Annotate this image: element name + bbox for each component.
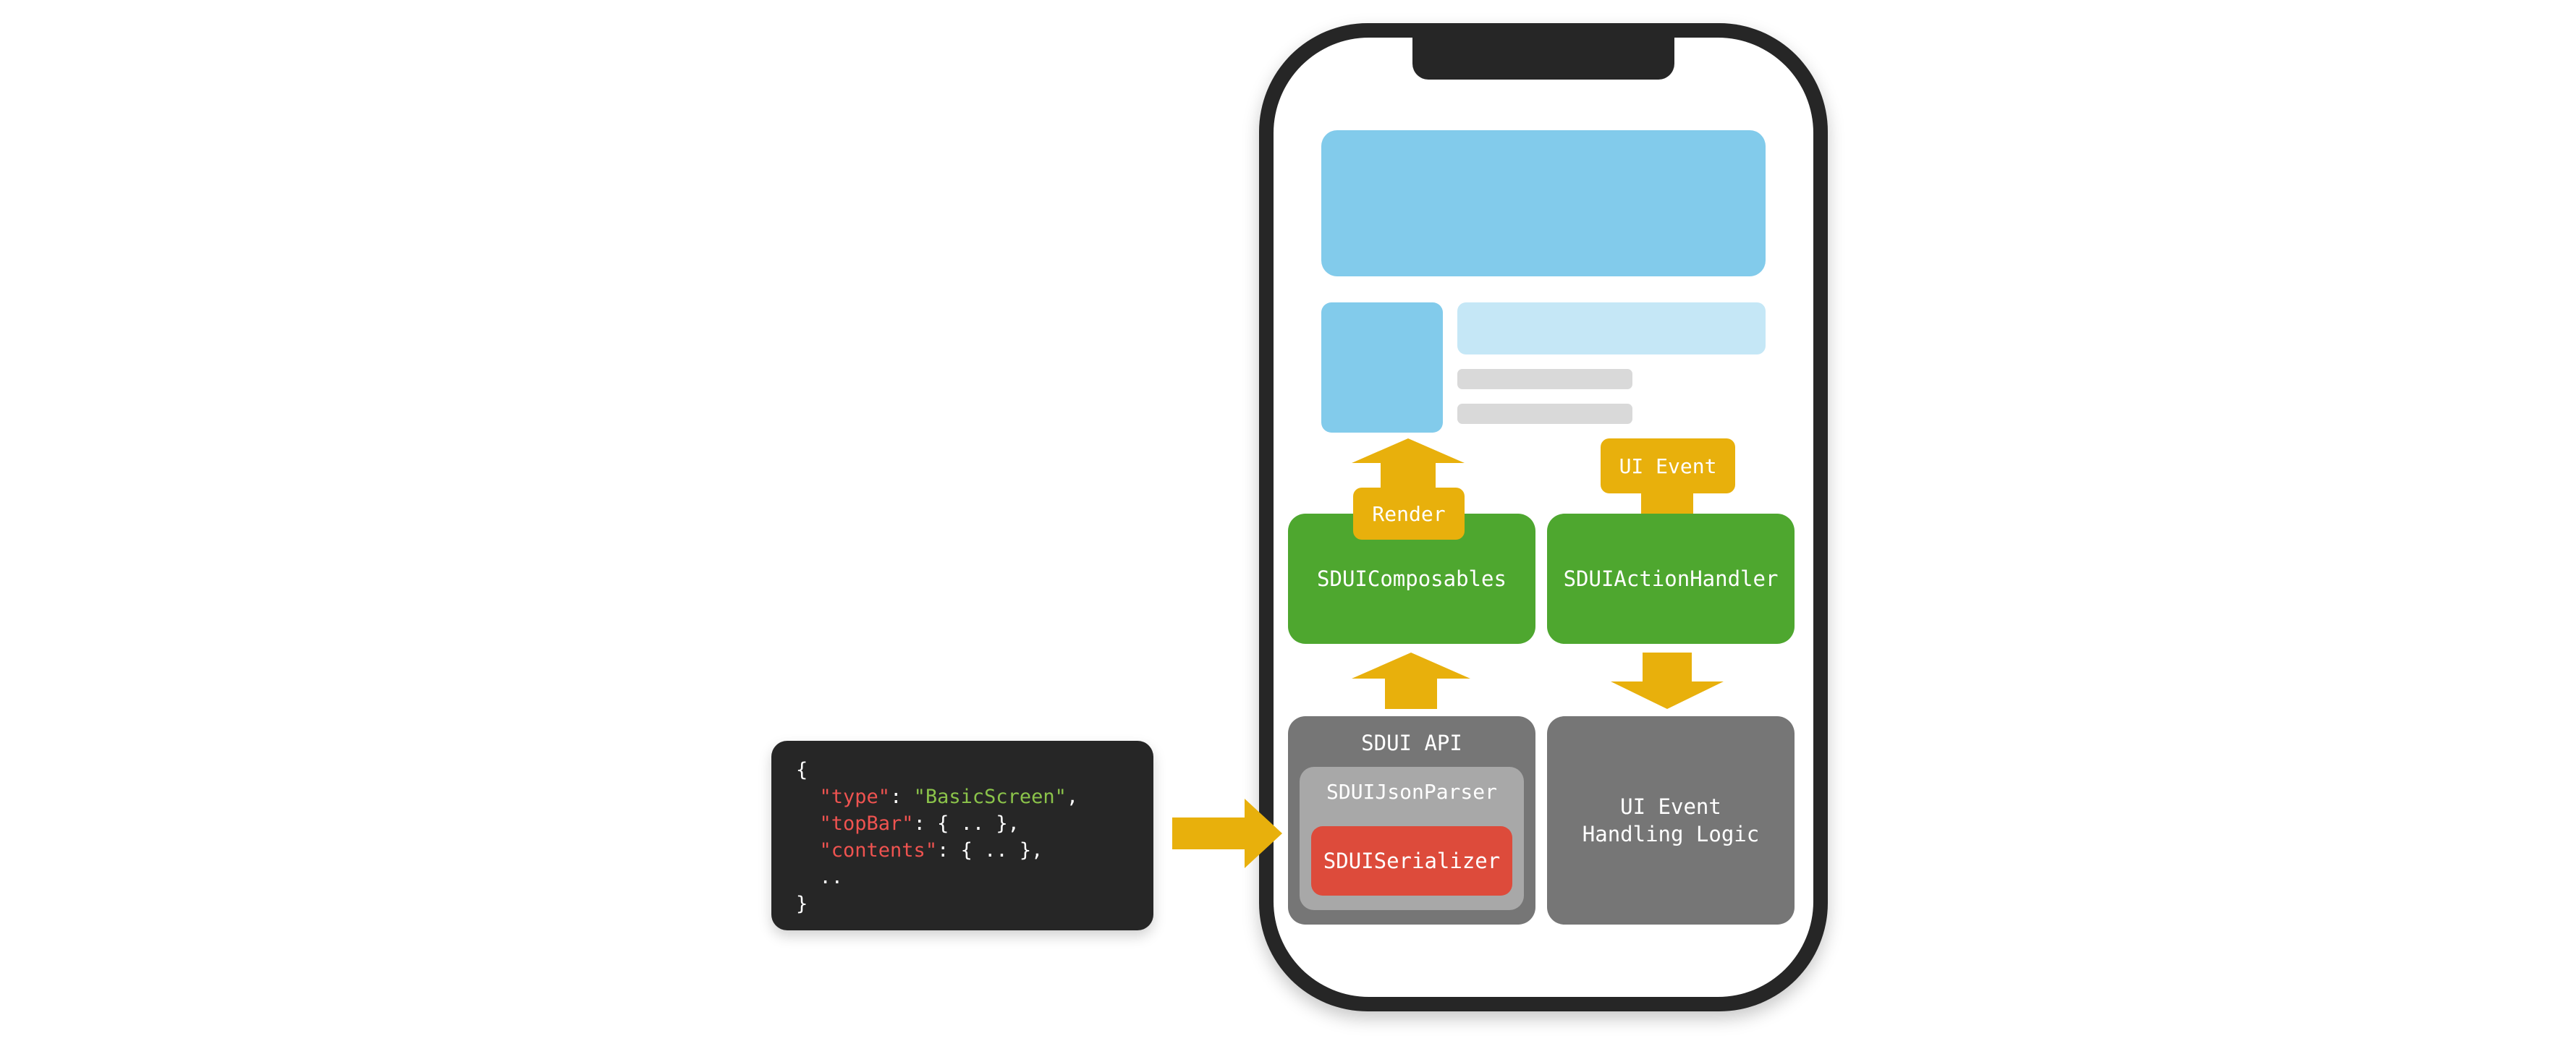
mock-text-line [1457,404,1632,424]
code-key: "type" [819,786,891,808]
code-key: "contents" [819,839,938,862]
mock-thumbnail [1321,302,1443,433]
logic-label-line-1: UI Event [1620,794,1721,819]
code-punctuation: : { .. }, [913,812,1020,835]
logic-label-line-2: Handling Logic [1582,822,1760,846]
ui-event-handling-logic-box: UI Event Handling Logic [1547,716,1795,925]
code-punctuation: , [1066,786,1079,808]
sdui-composables-label: SDUIComposables [1317,566,1507,591]
sdui-json-parser-label: SDUIJsonParser [1326,780,1497,804]
sdui-serializer-label: SDUISerializer [1323,849,1501,873]
code-punctuation: .. [796,866,844,888]
sdui-api-label: SDUI API [1361,731,1462,755]
code-line: "type": "BasicScreen", [796,783,1129,810]
code-key: "topBar" [819,812,914,835]
mock-hero-banner [1321,130,1766,276]
sdui-action-handler-box: SDUIActionHandler [1547,514,1795,644]
code-line: "contents": { .. }, [796,837,1129,864]
mock-title-bar [1457,302,1766,354]
code-punctuation [796,839,820,862]
code-punctuation: : { .. }, [937,839,1043,862]
code-punctuation [796,786,820,808]
code-punctuation: { [796,759,808,781]
sdui-action-handler-label: SDUIActionHandler [1563,566,1779,591]
mock-text-line [1457,369,1632,389]
ui-event-label: UI Event [1619,454,1717,478]
code-punctuation: } [796,893,808,915]
code-punctuation: : [890,786,914,808]
code-line: .. [796,864,1129,891]
json-payload-card: { "type": "BasicScreen", "topBar": { .. … [771,741,1153,930]
ui-event-label-box: UI Event [1601,438,1735,493]
code-line: "topBar": { .. }, [796,810,1129,837]
code-string: "BasicScreen" [913,786,1067,808]
code-line: { [796,757,1129,783]
render-label: Render [1372,501,1446,526]
code-line: } [796,891,1129,917]
phone-notch [1412,29,1674,80]
sdui-serializer-box: SDUISerializer [1311,826,1512,896]
render-label-box: Render [1353,488,1465,540]
code-punctuation [796,812,820,835]
